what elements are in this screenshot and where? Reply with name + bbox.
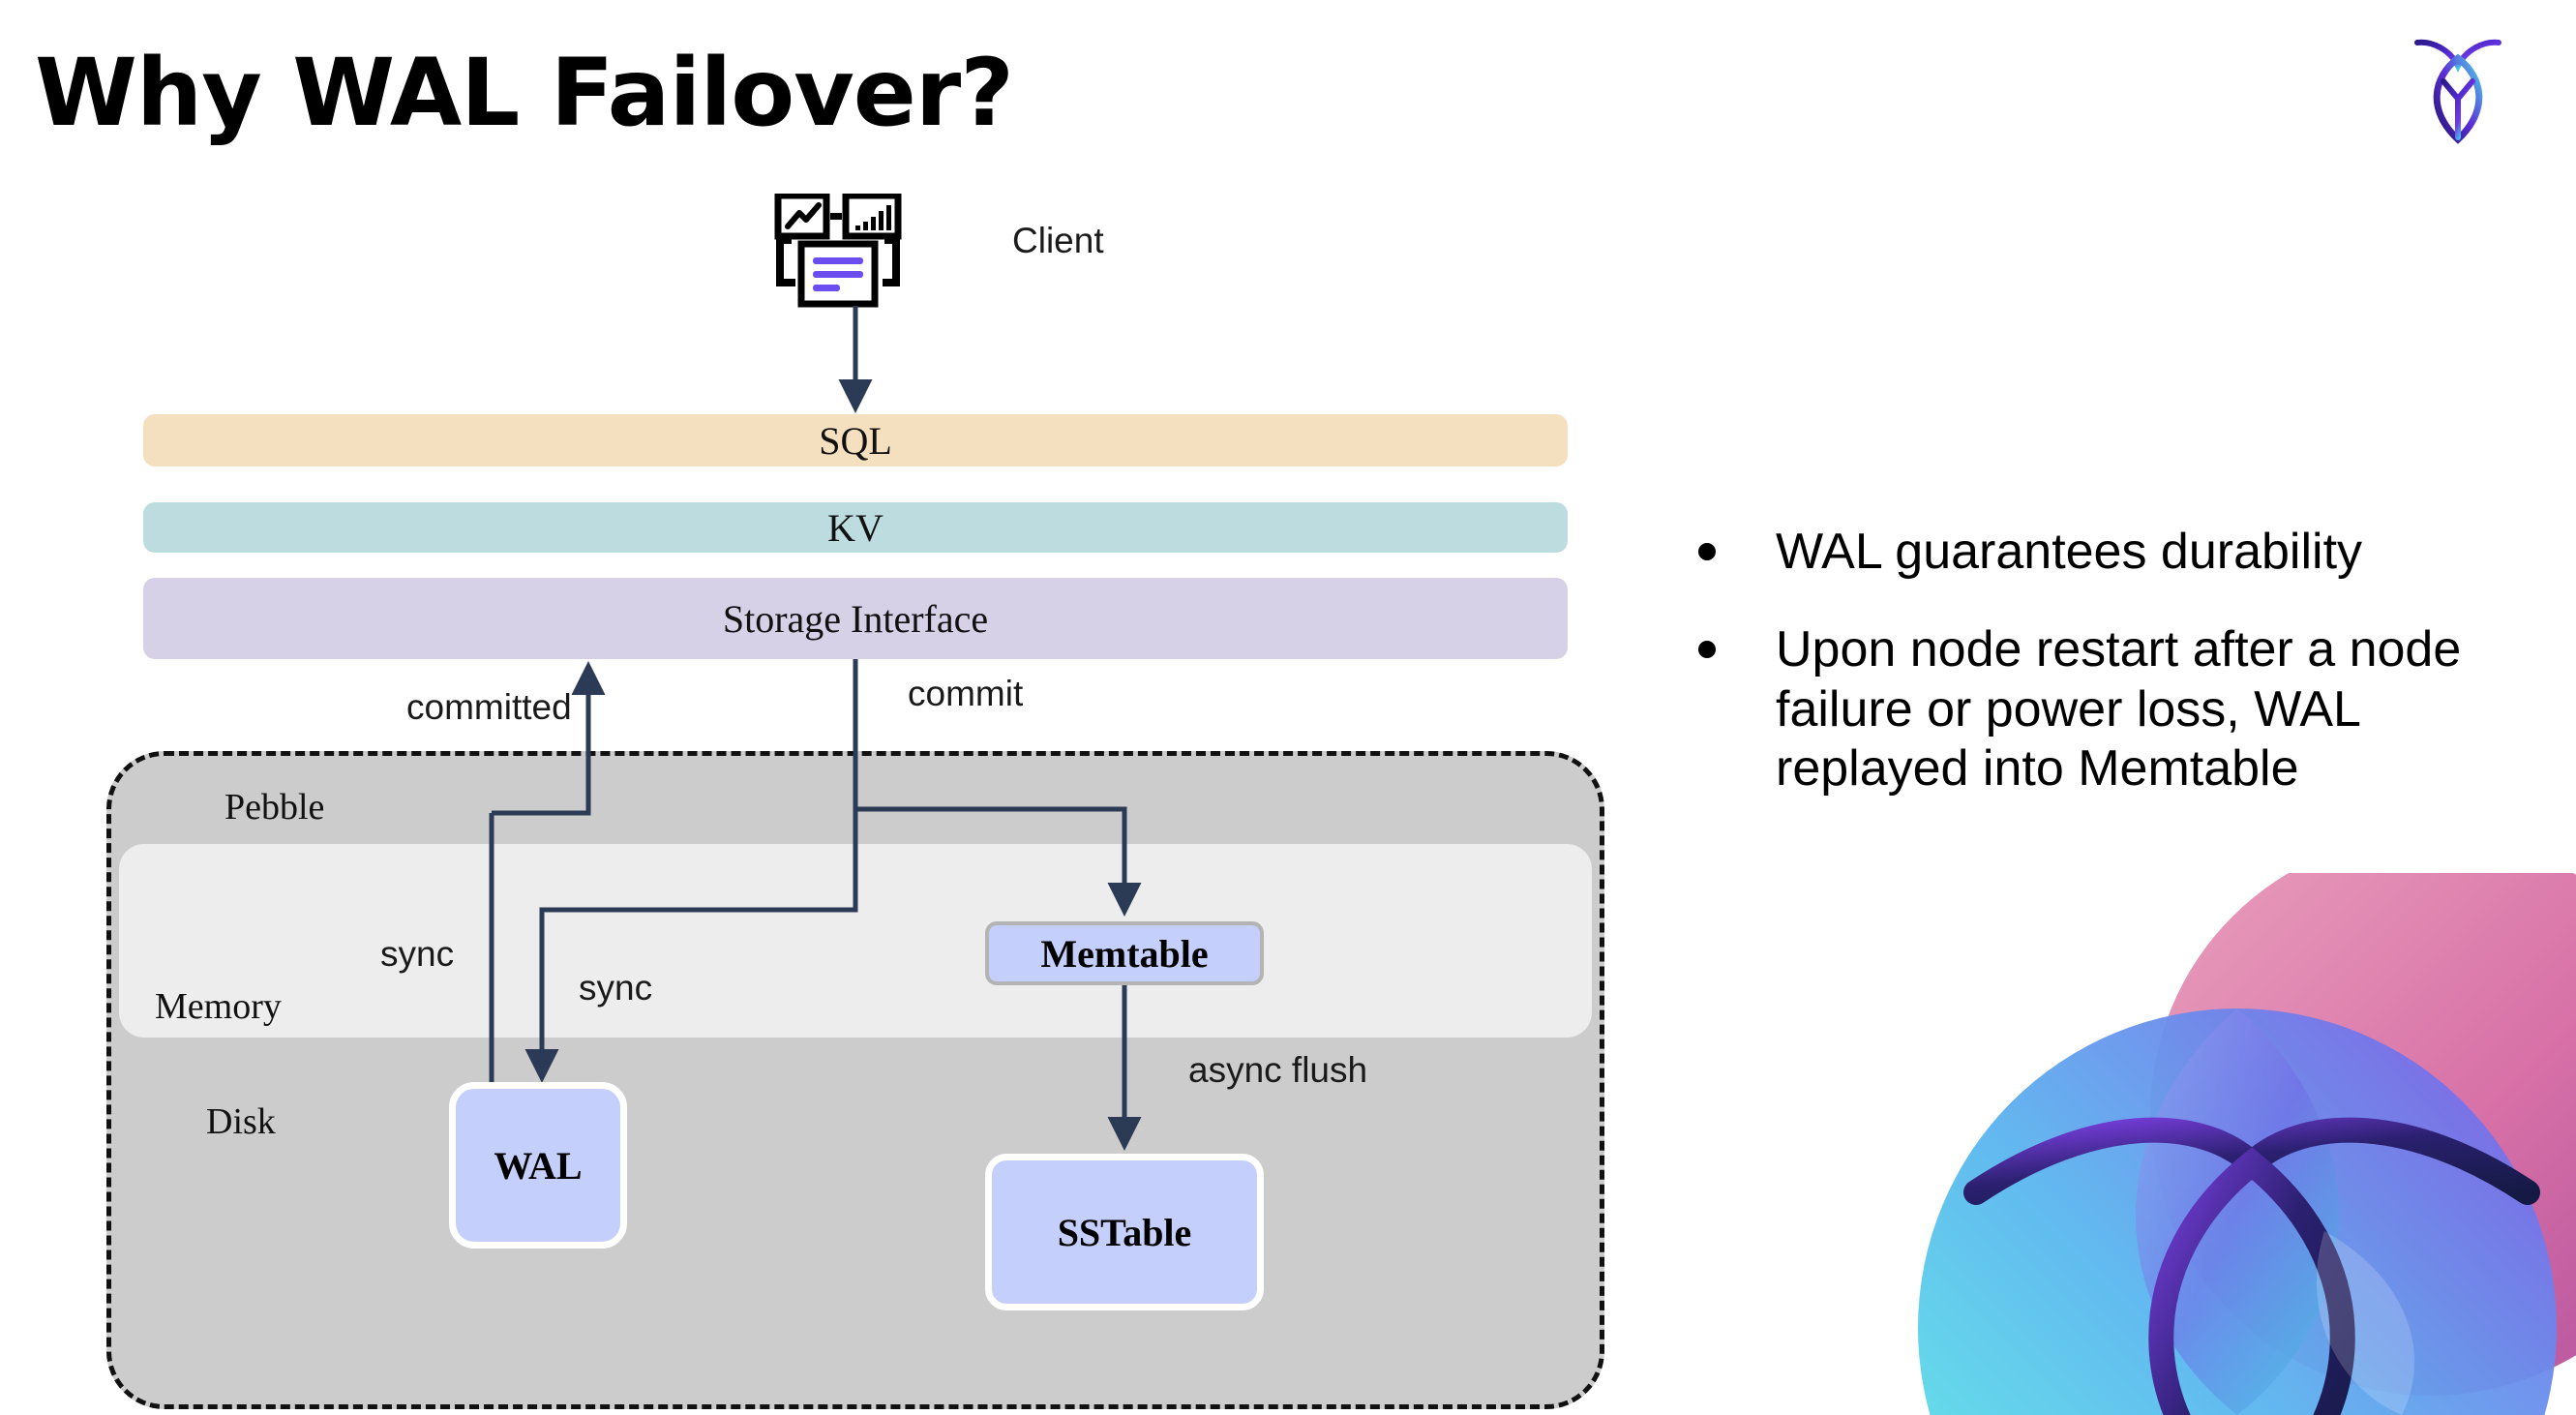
- client-dashboard-icon: [774, 192, 929, 319]
- node-memtable-label: Memtable: [1040, 931, 1209, 976]
- node-wal: WAL: [449, 1082, 627, 1249]
- bullet-dot-icon: [1698, 641, 1716, 659]
- page-title: Why WAL Failover?: [35, 39, 1014, 147]
- node-wal-label: WAL: [494, 1143, 583, 1188]
- node-memtable: Memtable: [985, 921, 1264, 985]
- bullet-list: WAL guarantees durability Upon node rest…: [1698, 523, 2531, 837]
- layer-sql-label: SQL: [819, 418, 892, 463]
- layer-sql: SQL: [143, 414, 1568, 467]
- architecture-diagram: Client SQL KV Storage Interface Pebble M…: [106, 192, 1604, 1409]
- cockroachdb-logo: [2411, 29, 2504, 145]
- layer-storage-interface: Storage Interface: [143, 578, 1568, 659]
- corner-gradient-artwork: [1918, 834, 2576, 1415]
- edge-label-commit: commit: [908, 674, 1024, 713]
- disk-label: Disk: [206, 1101, 276, 1142]
- layer-kv: KV: [143, 502, 1568, 553]
- list-item: WAL guarantees durability: [1698, 523, 2531, 582]
- edge-label-sync-left: sync: [380, 934, 455, 974]
- layer-storage-interface-label: Storage Interface: [722, 596, 989, 641]
- edge-label-committed: committed: [406, 687, 572, 727]
- memory-label: Memory: [155, 986, 282, 1027]
- edge-label-async-flush: async flush: [1188, 1050, 1368, 1090]
- bullet-text: Upon node restart after a node failure o…: [1776, 621, 2462, 798]
- bullet-dot-icon: [1698, 543, 1716, 560]
- layer-kv-label: KV: [827, 505, 884, 550]
- bullet-text: WAL guarantees durability: [1776, 524, 2363, 580]
- list-item: Upon node restart after a node failure o…: [1698, 620, 2531, 798]
- memory-region: [119, 844, 1592, 1038]
- edge-label-sync-right: sync: [579, 968, 653, 1008]
- client-label: Client: [1012, 221, 1104, 260]
- node-sstable: SSTable: [985, 1154, 1264, 1310]
- node-sstable-label: SSTable: [1057, 1210, 1192, 1254]
- pebble-label: Pebble: [225, 787, 325, 828]
